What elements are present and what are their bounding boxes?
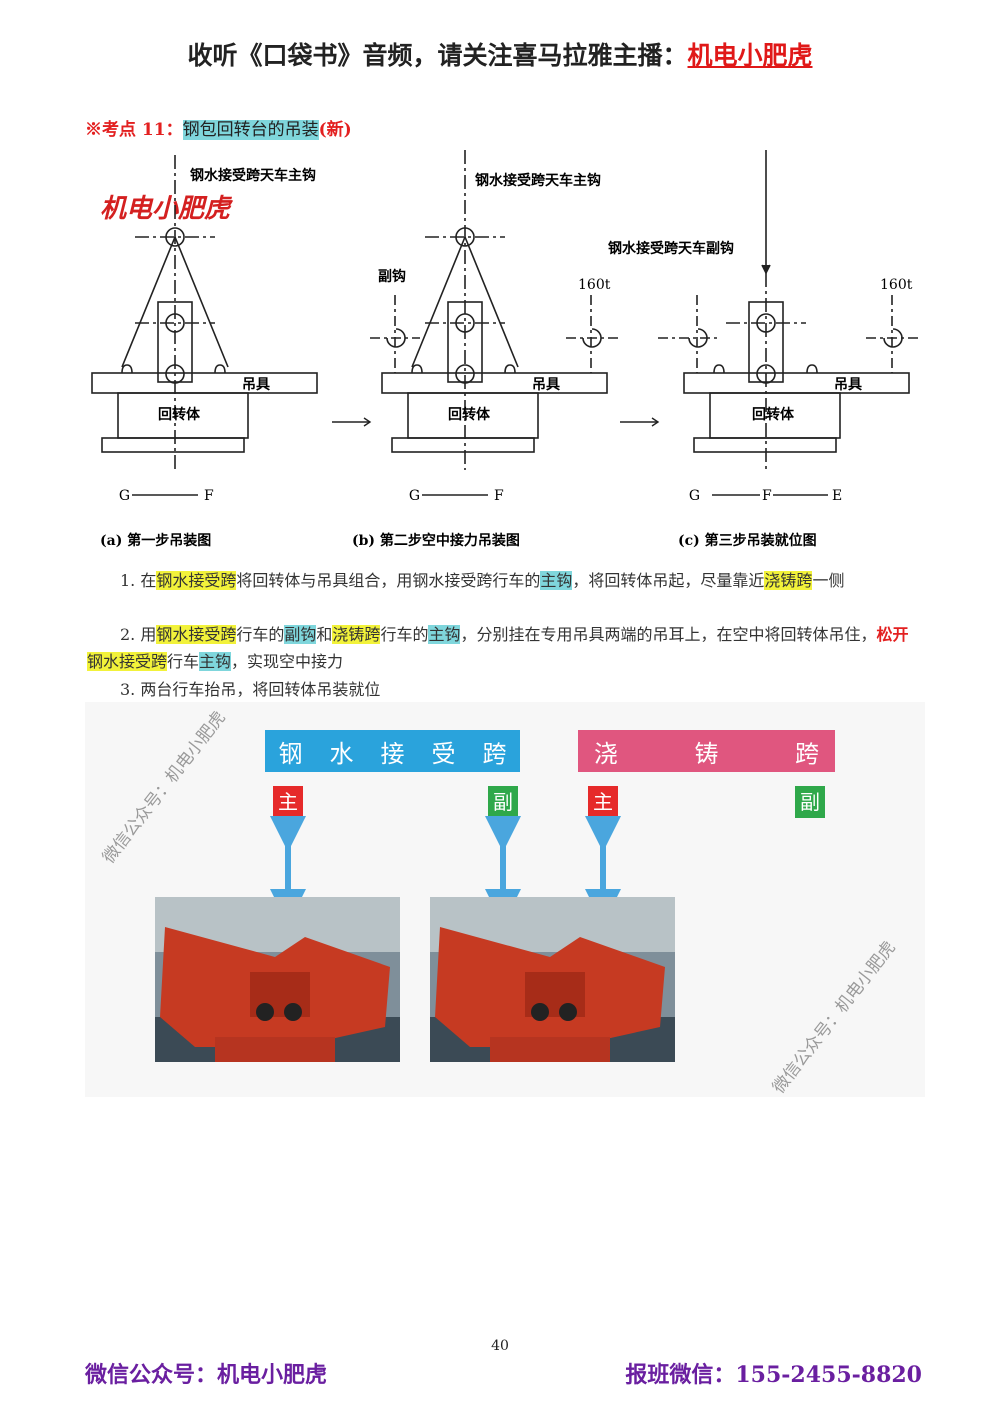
step-2-k: 行车 — [167, 652, 199, 671]
step-1-n: 1. 在 — [120, 571, 156, 590]
panel-b — [370, 150, 620, 495]
panel-b-axis-mid: F — [494, 488, 504, 504]
panel-c-hoist-label: 吊具 — [834, 377, 862, 393]
panel-a-top-label: 钢水接受跨天车主钩 — [190, 167, 316, 184]
step-2-l: 主钩 — [199, 652, 231, 671]
step-2-f: 行车的 — [380, 625, 428, 644]
panel-b-hoist-label: 吊具 — [532, 377, 560, 393]
section-prefix: ※考点 11： — [85, 120, 183, 140]
step-2-i: 松开 — [876, 625, 908, 644]
panel-a-axis-mid: F — [204, 488, 214, 504]
lifting-diagram: 机电小肥虎 钢水接受跨天车主钩 吊具 回转体 G F (a) 第一步吊装图 — [80, 145, 940, 565]
step-arrow-2 — [620, 418, 658, 426]
step-1-b: 将回转体与吊具组合，用钢水接受跨行车的 — [236, 571, 540, 590]
diagram-watermark: 机电小肥虎 — [100, 194, 234, 224]
panel-c-axis-left: G — [689, 488, 700, 504]
step-2-m: ，实现空中接力 — [231, 652, 343, 671]
footer-wechat: 微信公众号：机电小肥虎 — [85, 1357, 327, 1389]
step-arrow-1 — [332, 418, 370, 426]
panel-c-caption: (c) 第三步吊装就位图 — [678, 532, 817, 549]
step-1-a: 钢水接受跨 — [156, 571, 236, 590]
step-1-d: ，将回转体吊起，尽量靠近 — [572, 571, 764, 590]
footer-signup: 报班微信：155-2455-8820 — [625, 1357, 922, 1389]
step-2-j: 钢水接受跨 — [87, 652, 167, 671]
panel-a-body-label: 回转体 — [158, 406, 201, 423]
panel-a-hoist-label: 吊具 — [242, 377, 270, 393]
step-2-n: 2. 用 — [120, 625, 156, 644]
panel-b-axis-left: G — [409, 488, 420, 504]
panel-b-caption: (b) 第二步空中接力吊装图 — [352, 532, 520, 549]
panel-a-axis-left: G — [119, 488, 130, 504]
panel-b-load-label: 160t — [578, 277, 611, 293]
step-2-e: 浇铸跨 — [332, 625, 380, 644]
section-title-text: 钢包回转台的吊装 — [183, 120, 319, 140]
step-2: 2. 用钢水接受跨行车的副钩和浇铸跨行车的主钩，分别挂在专用吊具两端的吊耳上，在… — [87, 621, 917, 675]
page-number: 40 — [0, 1338, 1000, 1354]
panel-c-axis-mid: F — [762, 488, 772, 504]
section-title: ※考点 11：钢包回转台的吊装(新) — [85, 115, 352, 140]
step-2-a: 钢水接受跨 — [156, 625, 236, 644]
banner-name: 机电小肥虎 — [688, 41, 813, 70]
step-2-d: 和 — [316, 625, 332, 644]
step-1-e: 浇铸跨 — [764, 571, 812, 590]
step-1: 1. 在钢水接受跨将回转体与吊具组合，用钢水接受跨行车的主钩，将回转体吊起，尽量… — [87, 567, 917, 594]
panel-c-top-label: 钢水接受跨天车副钩 — [608, 240, 734, 257]
section-suffix: (新) — [319, 120, 352, 140]
step-1-c: 主钩 — [540, 571, 572, 590]
panel-c-load-label: 160t — [880, 277, 913, 293]
panel-b-top-label: 钢水接受跨天车主钩 — [475, 172, 601, 189]
photo-turret-left — [155, 897, 400, 1062]
panel-a-caption: (a) 第一步吊装图 — [100, 532, 211, 549]
step-2-c: 副钩 — [284, 625, 316, 644]
step-2-g: 主钩 — [428, 625, 460, 644]
step-2-b: 行车的 — [236, 625, 284, 644]
panel-b-body-label: 回转体 — [448, 406, 491, 423]
step-1-f: 一侧 — [812, 571, 844, 590]
infographic: 钢 水 接 受 跨 浇 铸 跨 主 副 主 副 — [85, 702, 925, 1097]
panel-b-side-label: 副钩 — [378, 268, 406, 285]
header-banner: 收听《口袋书》音频，请关注喜马拉雅主播：机电小肥虎 — [0, 36, 1000, 72]
photo-turret-right — [430, 897, 675, 1062]
panel-c-body-label: 回转体 — [752, 406, 795, 423]
panel-c-axis-right: E — [832, 488, 842, 504]
banner-prefix: 收听《口袋书》音频，请关注喜马拉雅主播： — [187, 41, 687, 70]
step-2-h: ，分别挂在专用吊具两端的吊耳上，在空中将回转体吊住， — [460, 625, 876, 644]
panel-c — [658, 150, 922, 495]
step-3: 3. 两台行车抬吊，将回转体吊装就位 — [87, 676, 917, 703]
